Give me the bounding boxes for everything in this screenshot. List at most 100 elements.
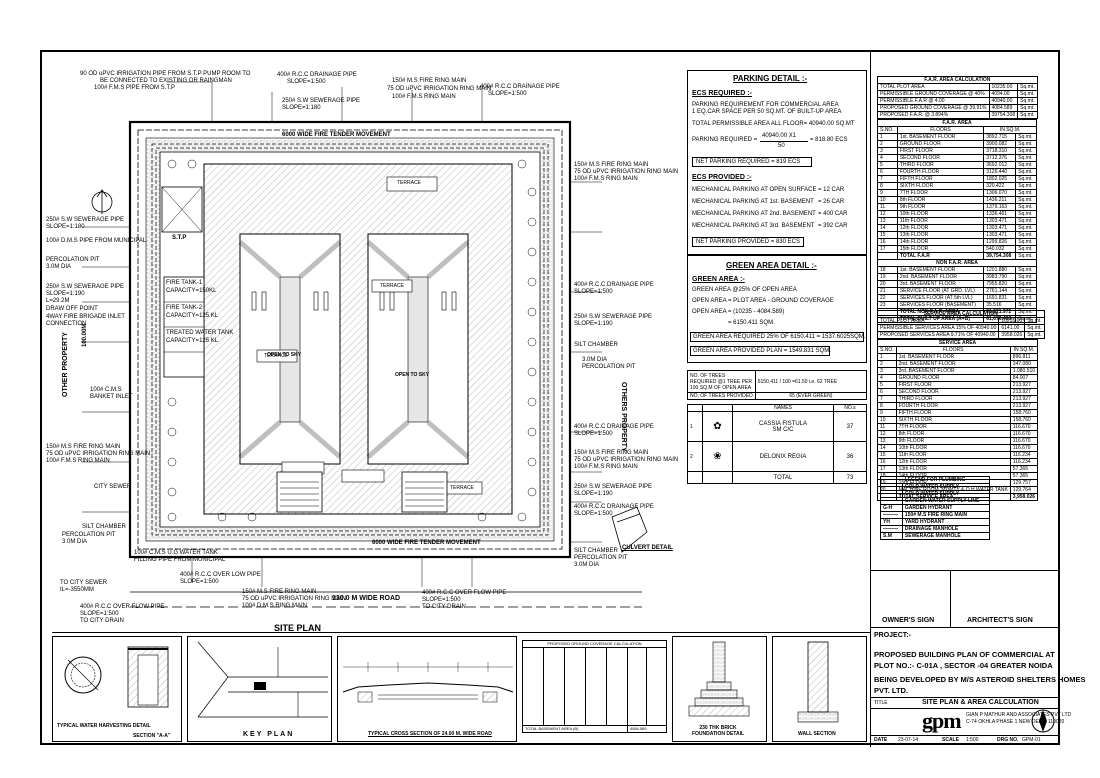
cell-sno: 4 — [877, 154, 898, 162]
cell-sno: 3 — [877, 147, 898, 155]
title-value: SITE PLAN & AREA CALCULATION — [922, 699, 1039, 706]
ground-coverage-table: PROPOSED GROUND COVERAGE CALCULATION TOT… — [522, 640, 668, 733]
cell-area: 3126.440 — [983, 168, 1017, 176]
label-right-rcc-slope-3: SLOPE=1:500 — [574, 511, 613, 517]
water-harvesting-drawing — [64, 646, 169, 708]
label-top-fire-ring: 150# M.S FIRE RING MAIN — [392, 78, 467, 84]
label-right-silt: SILT CHAMBER — [574, 342, 618, 348]
project-line2: PLOT NO.:- C-01A , SECTOR -04 GREATER NO… — [874, 661, 1053, 670]
cell-area: 320.422 — [983, 182, 1017, 190]
legend-label: DRAINAGE MANHOLE — [901, 525, 991, 533]
legend-symbol: ——— — [880, 525, 903, 533]
drawing-sheet: 90 OD uPVC IRRIGATION PIPE FROM S.T.P PU… — [40, 50, 1086, 747]
provided-value-1: = 12 CAR — [818, 187, 845, 193]
cell-unit: Sq.mt. — [1015, 301, 1037, 309]
label-right-rcc-slope-2: SLOPE=1:500 — [574, 431, 613, 437]
plumbing-legend: LEGEND FOR PLUMBING ———COLD WATER SUPPLY… — [880, 476, 991, 540]
scale-value: 1:500 — [966, 737, 979, 743]
label-bottom-cms-tank: 100# C.M.S U.G WATER TANK — [134, 550, 218, 556]
label-bottom-overflow-2: 400# R.C.C OVER FLOW PIPE — [422, 590, 507, 596]
cell-floor: 1st. BASEMENT FLOOR — [896, 133, 985, 141]
label-top-fms-ring: 100# F.M.S RING MAIN — [392, 94, 456, 100]
cell-area: 7955.820 — [983, 280, 1017, 288]
key-plan-drawing — [197, 641, 328, 718]
legend-rows: ———COLD WATER SUPPLY———COLD WATER SUPPLY… — [880, 483, 991, 540]
project-line1: PROPOSED BUILDING PLAN OF COMMERCIAL AT — [874, 650, 1055, 659]
cell-area: 213.927 — [1009, 388, 1039, 396]
trees-total-label: TOTAL — [732, 471, 834, 484]
cell-area: 35.516 — [983, 301, 1017, 309]
project-line4: PVT. LTD. — [874, 686, 909, 695]
parking-numerator: 40940.00 X1 — [762, 133, 797, 139]
cell-unit: Sq.mt. — [1015, 175, 1037, 183]
tree-row-name: CASSIA FISTULA SM C/C — [732, 411, 834, 442]
cell-floor: SERVICES FLOOR (BASEMENT) — [896, 301, 985, 309]
cell-sno: 5 — [877, 161, 898, 169]
cell-area: 116.670 — [1009, 423, 1039, 431]
nonfar-title: NON F.A.R. AREA — [877, 259, 1037, 267]
trees-result: =61.50 i.e. 62 TREE — [792, 378, 838, 385]
site-plan-title: SITE PLAN — [274, 623, 322, 633]
cell-floor: SIXTH FLOOR — [895, 416, 1011, 424]
cell-sno: 12 — [877, 430, 897, 438]
cell-sno: 18 — [877, 266, 898, 274]
label-right-percolation-2: PERCOLATION PIT — [574, 555, 628, 561]
label-right-rcc: 400# R.C.C DRAINAGE PIPE — [574, 282, 654, 288]
cell-floor: FIFTH FLOOR — [896, 175, 985, 183]
cell-unit: Sq.mt. — [1015, 231, 1037, 239]
tree-name-1: CASSIA FISTULA — [758, 420, 807, 427]
cell-floor: 13th FLOOR — [896, 231, 985, 239]
cell-unit: Sq.mt. — [1015, 273, 1037, 281]
net-parking-required: NET PARKING REQUIRED = 819 ECS — [692, 157, 812, 167]
label-fire-lane-bottom: 6000 WIDE FIRE TENDER MOVEMENT — [372, 540, 481, 546]
cell-floor: 2nd. BASEMENT FLOOR — [895, 360, 1011, 368]
cell-unit: Sq.mt. — [1015, 224, 1037, 232]
label-left-sw-sewer: 250# S.W SEWERAGE PIPE — [46, 217, 125, 223]
label-capacity-2: CAPACITY=125 KL — [166, 313, 219, 319]
plot-boundary — [128, 120, 572, 559]
parking-detail-panel: PARKING DETAIL :- ECS REQUIRED :- PARKIN… — [687, 70, 867, 255]
tree-row-sn: 2 — [687, 441, 703, 472]
label-right-sw-2: 250# S.W SEWERAGE PIPE — [574, 484, 653, 490]
cell-floor: 11th FLOOR — [895, 451, 1011, 459]
label-right-sw-slope: SLOPE=1:190 — [574, 321, 613, 327]
label-left-length: L=29.2M — [46, 298, 70, 304]
list-item: ———DRAINAGE MANHOLE — [880, 525, 991, 533]
legend-symbol: YH — [880, 518, 903, 526]
cell-sno: 21 — [877, 287, 898, 295]
cell-unit: Sq.mt. — [1015, 189, 1037, 197]
scale-label: SCALE — [942, 737, 959, 743]
divider — [870, 708, 1060, 709]
project-label: PROJECT:- — [874, 632, 911, 639]
trees-head-name: NAMES — [732, 404, 834, 412]
parking-req-line2: 1 EQ.CAR SPACE PER 50 SQ.MT. OF BUILT-UP… — [692, 109, 842, 115]
cell-area: 213.927 — [1009, 402, 1039, 410]
service-title: SERVICE AREA CALCULATION — [877, 310, 1045, 318]
wall-section-label: WALL SECTION — [798, 731, 836, 737]
list-item: ———150# M.S FIRE RING MAIN — [880, 511, 991, 519]
cell-sno: 7 — [877, 175, 898, 183]
service-sub-title: SERVICE AREA — [876, 339, 1039, 347]
label-bottom-to-city-drain: TO CITY DRAIN — [422, 604, 466, 610]
cell-sno: 10 — [877, 196, 898, 204]
cell-area: 3692.012 — [983, 161, 1017, 169]
label-right-rcc-2: 400# R.C.C DRAINAGE PIPE — [574, 424, 654, 430]
label-right-silt-2: SILT CHAMBER — [574, 548, 618, 554]
label-treated-tank: TREATED WATER TANK — [166, 330, 234, 336]
cell-sno: 19 — [877, 273, 898, 281]
cell-unit: Sq.mt. — [1015, 294, 1037, 302]
label-left-percolation-dia: 3.0M DIA — [46, 264, 72, 270]
trees-required-calc: 6150.411 / 100 =61.50 i.e. 62 TREE — [754, 370, 868, 393]
parking-result: = 818.80 ECS — [810, 137, 848, 143]
